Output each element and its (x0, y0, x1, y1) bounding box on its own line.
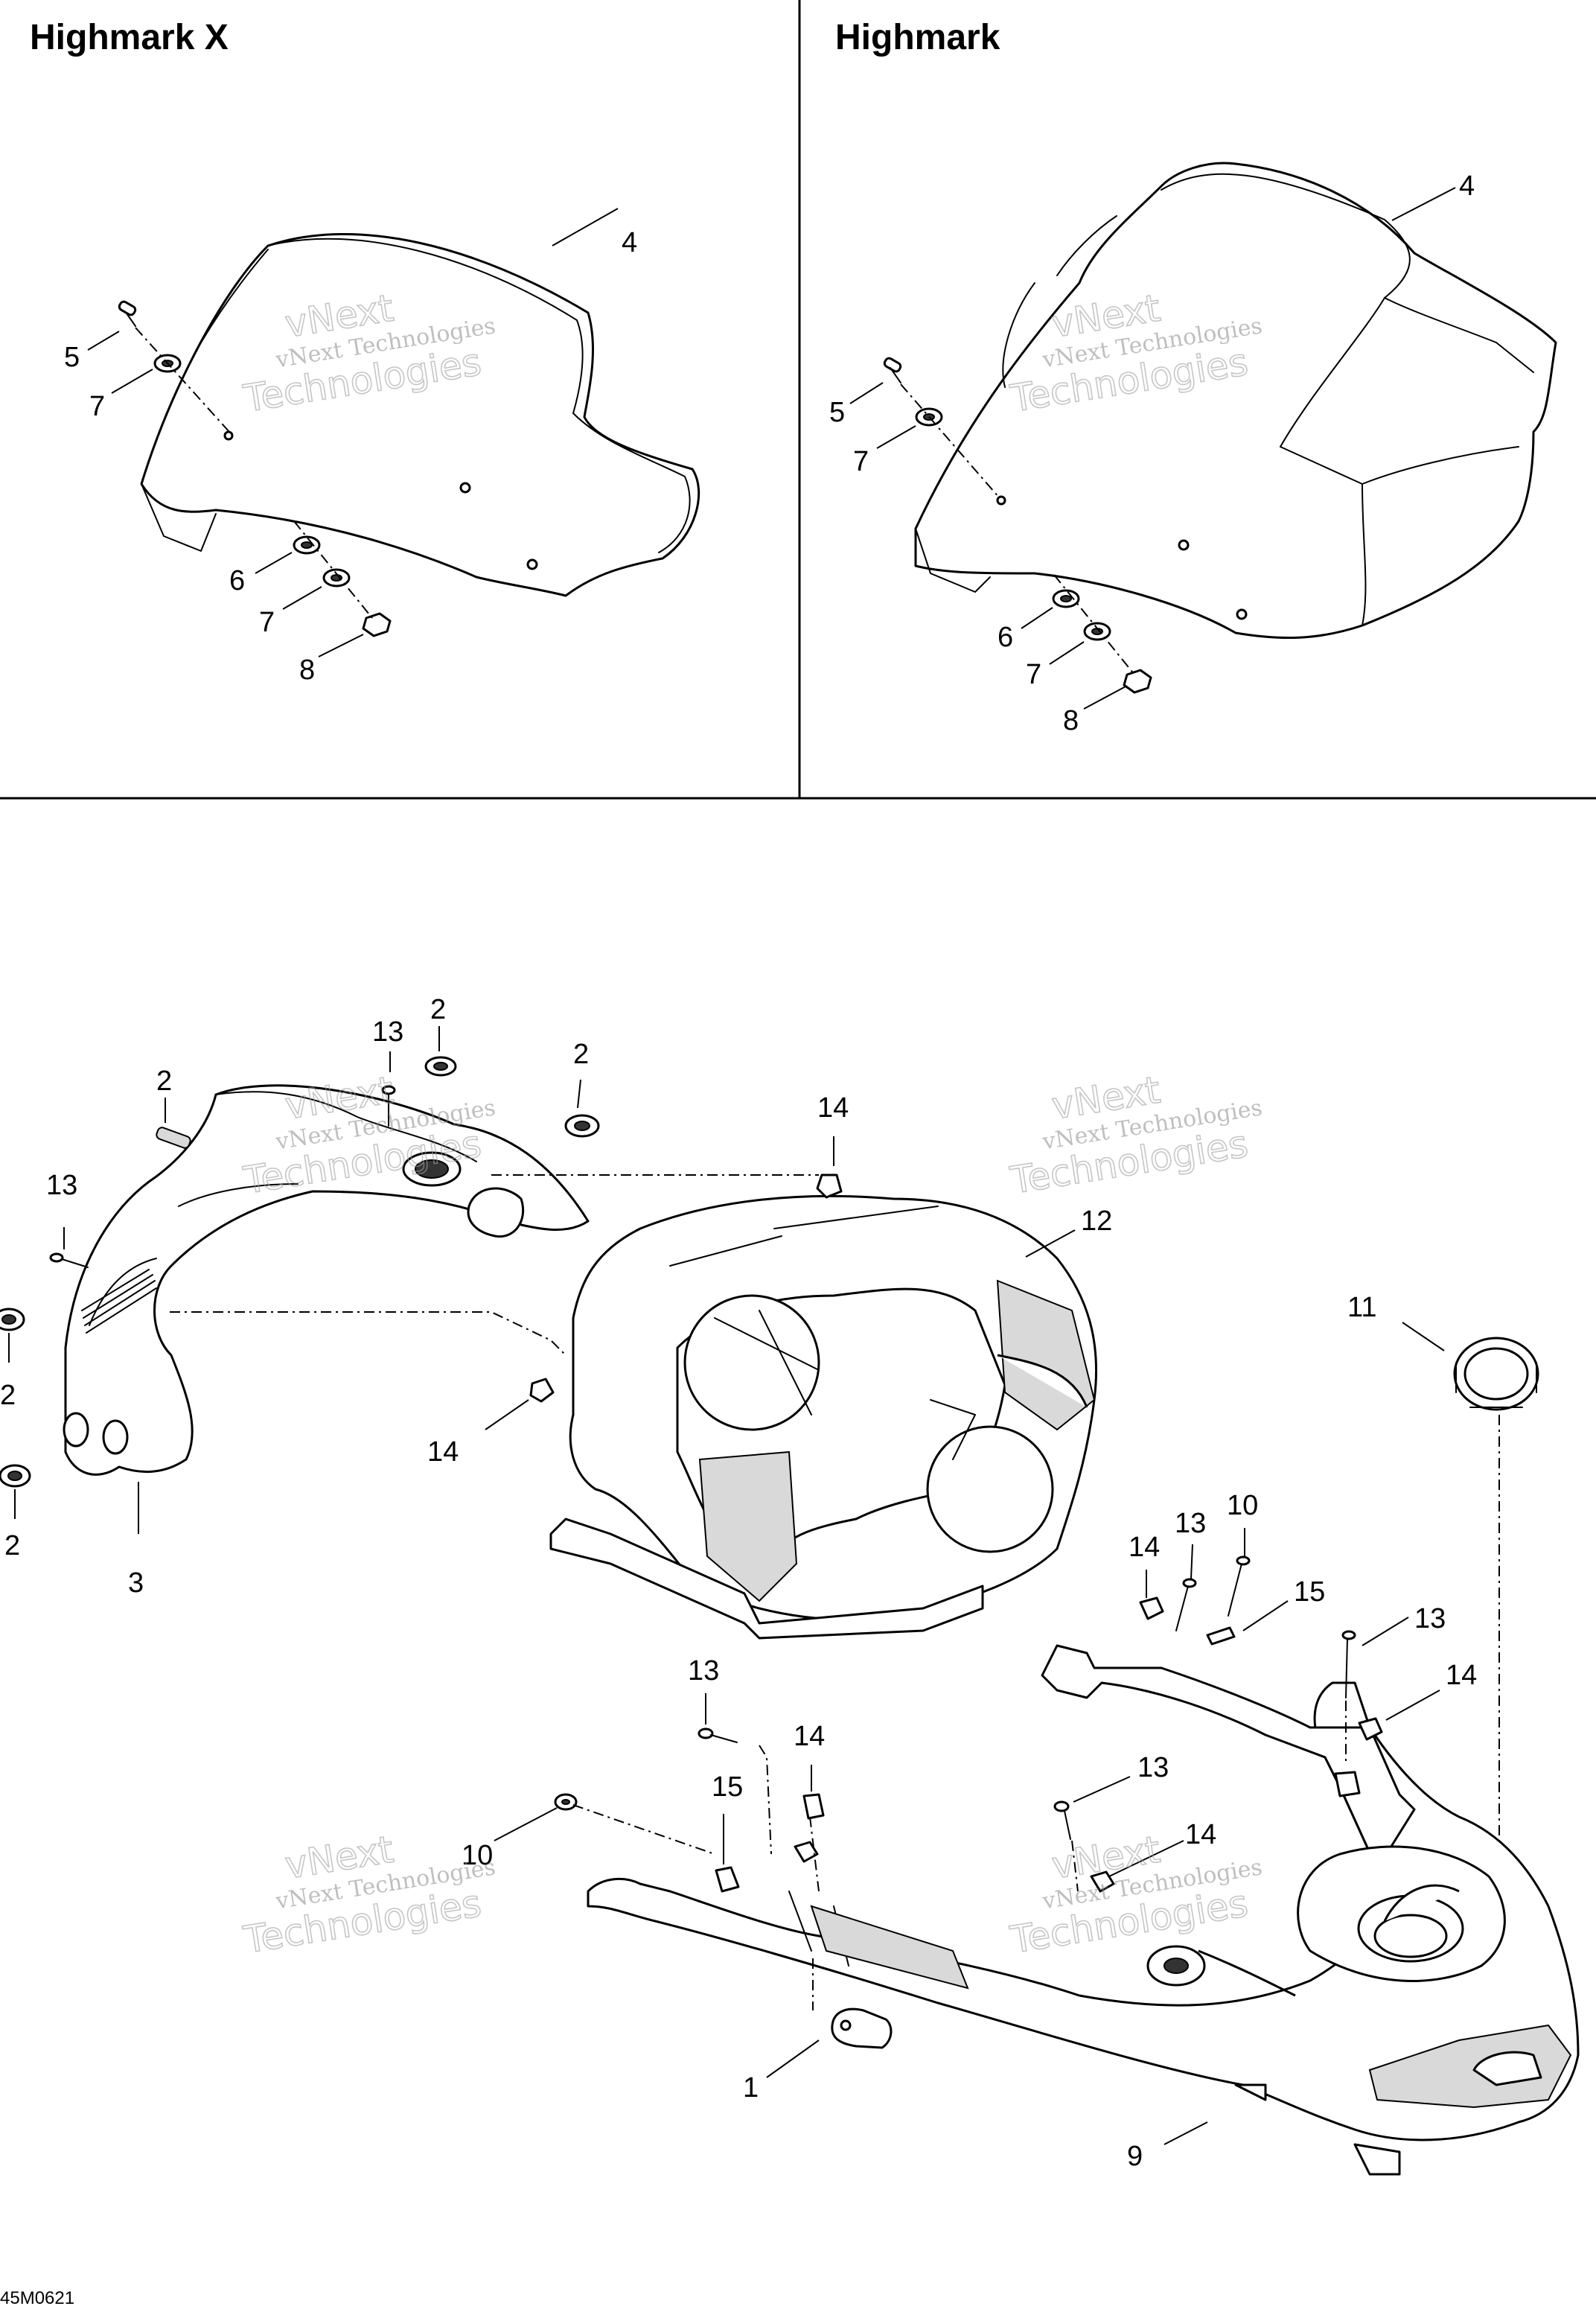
callout-7: 7 (89, 391, 105, 422)
callout-15: 15 (712, 1771, 743, 1803)
callout-2: 2 (0, 1380, 16, 1411)
callout-14: 14 (427, 1436, 459, 1468)
highmark-windshield (914, 162, 1557, 640)
callout-10: 10 (1227, 1490, 1258, 1521)
highmark-x-callouts: 4 5 7 6 7 8 (64, 208, 637, 686)
part-11-ring (1453, 1337, 1539, 1411)
callout-2: 2 (430, 994, 446, 1025)
callout-6: 6 (998, 622, 1013, 653)
callout-5: 5 (829, 397, 845, 428)
panel-title-highmark: Highmark (835, 18, 1000, 57)
callout-7: 7 (1026, 659, 1041, 690)
callout-12: 12 (1081, 1206, 1112, 1237)
callout-11: 11 (1347, 1292, 1376, 1323)
alignment-lines (170, 1174, 1500, 2010)
callout-9: 9 (1127, 2141, 1143, 2172)
panel-frames (0, 0, 1596, 800)
callout-6: 6 (229, 565, 245, 596)
callout-10: 10 (462, 1840, 493, 1871)
callout-14: 14 (1446, 1660, 1477, 1691)
figure-code: 45M0621 (0, 2288, 74, 2308)
callout-7: 7 (259, 607, 275, 638)
callout-14: 14 (1185, 1819, 1216, 1850)
panel-title-highmark-x: Highmark X (30, 18, 229, 57)
part-12-gauge-housing (549, 1194, 1097, 1640)
callout-8: 8 (299, 655, 315, 686)
callout-13: 13 (1414, 1603, 1446, 1634)
highmark-x-hardware (118, 300, 392, 637)
callout-14: 14 (817, 1092, 849, 1124)
part-2-grommets (0, 1056, 600, 1488)
highmark-hardware (883, 357, 1152, 694)
callout-15: 15 (1294, 1576, 1325, 1608)
callout-4: 4 (1459, 171, 1475, 202)
highmark-x-windshield (140, 233, 700, 597)
callout-14: 14 (1129, 1532, 1160, 1563)
part-1-bracket (831, 2007, 893, 2049)
assembly-callouts: 13 2 2 2 13 2 2 3 14 12 14 11 10 13 14 1… (0, 994, 1477, 2172)
callout-13: 13 (46, 1170, 77, 1201)
part-3-bracket (63, 1084, 590, 1476)
part-13-14-15-hardware (554, 1555, 1383, 1893)
callout-7: 7 (853, 446, 869, 477)
callout-13: 13 (688, 1655, 719, 1687)
callout-13: 13 (372, 1016, 403, 1048)
callout-1: 1 (743, 2072, 759, 2104)
callout-14: 14 (794, 1721, 825, 1752)
callout-2: 2 (156, 1066, 172, 1097)
part-9-lower-console (587, 1644, 1580, 2176)
callout-13: 13 (1137, 1752, 1169, 1783)
callout-8: 8 (1063, 705, 1079, 736)
callout-2: 2 (573, 1039, 589, 1070)
callout-2: 2 (4, 1530, 20, 1561)
part-14-clips-housing (529, 1173, 843, 1403)
callout-4: 4 (622, 227, 637, 258)
highmark-callouts: 4 5 7 6 7 8 (829, 171, 1475, 736)
callout-5: 5 (64, 342, 80, 373)
callout-3: 3 (128, 1567, 144, 1599)
callout-13: 13 (1175, 1508, 1206, 1539)
part-13-screws-bracket (49, 1085, 396, 1268)
